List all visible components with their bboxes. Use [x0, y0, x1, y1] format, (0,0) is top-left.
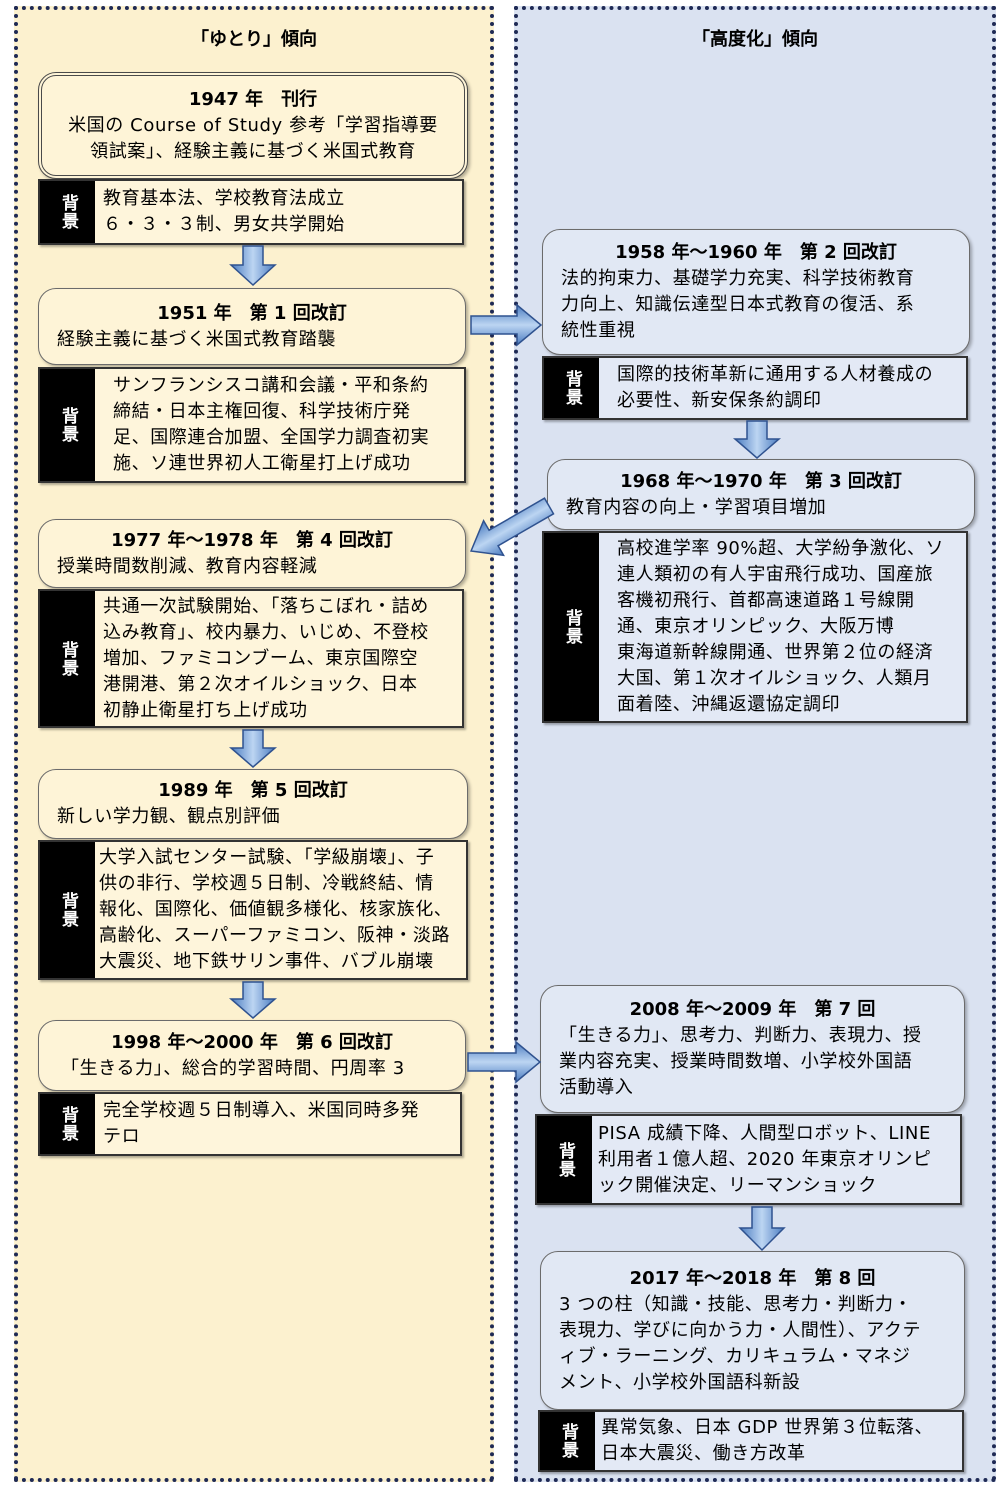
revision-description: 3 つの柱（知識・技能、思考力・判断力・ 表現力、学びに向かう力・人間性）、アク…	[559, 1293, 922, 1393]
revision-box-1958: 1958 年～1960 年 第 2 回改訂 法的拘束力、基礎学力充実、科学技術教…	[542, 229, 970, 355]
koudoka-column-header: 「高度化」傾向	[692, 29, 818, 50]
revision-box-1998: 1998 年～2000 年 第 6 回改訂 「生きる力」、総合的学習時間、円周率…	[38, 1020, 466, 1091]
background-box-1998: 背景 完全学校週５日制導入、米国同時多発 テロ	[38, 1092, 462, 1156]
revision-description: 新しい学力観、観点別評価	[57, 806, 281, 827]
revision-box-1977: 1977 年～1978 年 第 4 回改訂 授業時間数削減、教育内容軽減	[38, 519, 466, 588]
background-label-text: 背景	[58, 1106, 78, 1142]
background-label-text: 背景	[555, 1141, 575, 1178]
revision-title: 1977 年～1978 年 第 4 回改訂	[111, 529, 393, 551]
background-label: 背景	[40, 591, 95, 726]
background-text: PISA 成績下降、人間型ロボット、LINE 利用者１億人超、2020 年東京オ…	[598, 1122, 932, 1196]
revision-title: 1947 年 刊行	[188, 88, 318, 110]
revision-title: 1989 年 第 5 回改訂	[158, 780, 348, 801]
background-label: 背景	[537, 1116, 592, 1203]
revision-description: 授業時間数削減、教育内容軽減	[57, 555, 318, 577]
background-box-1968: 背景 高校進学率 90%超、大学紛争激化、ソ 連人類初の有人宇宙飛行成功、国産旅…	[542, 531, 968, 723]
background-text: サンフランシスコ講和会議・平和条約 締結・日本主権回復、科学技術庁発 足、国際連…	[113, 375, 430, 474]
background-text: 国際的技術革新に通用する人材養成の 必要性、新安保条約調印	[617, 364, 934, 411]
revision-title: 1998 年～2000 年 第 6 回改訂	[111, 1031, 393, 1053]
revision-description: 米国の Course of Study 参考「学習指導要 領試案」、経験主義に基…	[68, 114, 438, 162]
revision-description: 法的拘束力、基礎学力充実、科学技術教育 力向上、知識伝達型日本式教育の復活、系 …	[561, 268, 915, 341]
background-label: 背景	[40, 181, 95, 243]
revision-description: 「生きる力」、思考力、判断力、表現力、授 業内容充実、授業時間数増、小学校外国語…	[559, 1025, 922, 1098]
background-label: 背景	[40, 369, 95, 481]
background-label-text: 背景	[558, 1423, 578, 1459]
background-label-text: 背景	[562, 370, 582, 406]
background-label-text: 背景	[58, 892, 78, 928]
background-box-1989: 背景 大学入試センター試験、「学級崩壊」、子 供の非行、学校週５日制、冷戦終結、…	[38, 840, 468, 980]
background-label: 背景	[40, 1094, 95, 1154]
revision-box-2017: 2017 年～2018 年 第 8 回 3 つの柱（知識・技能、思考力・判断力・…	[540, 1251, 965, 1410]
revision-description: 「生きる力」、総合的学習時間、円周率 3	[61, 1057, 405, 1079]
background-box-1977: 背景 共通一次試験開始、「落ちこぼれ・詰め 込み教育」、校内暴力、いじめ、不登校…	[38, 589, 464, 728]
background-text: 教育基本法、学校教育法成立 ６・３・３制、男女共学開始	[103, 188, 345, 235]
revision-box-1968: 1968 年～1970 年 第 3 回改訂 教育内容の向上・学習項目増加	[547, 459, 975, 530]
background-box-2017: 背景 異常気象、日本 GDP 世界第３位転落、 日本大震災、働き方改革	[538, 1410, 964, 1472]
yutori-column-header: 「ゆとり」傾向	[191, 29, 317, 50]
background-label-text: 背景	[562, 609, 582, 645]
background-text: 異常気象、日本 GDP 世界第３位転落、 日本大震災、働き方改革	[601, 1417, 934, 1464]
revision-box-1951: 1951 年 第 1 回改訂 経験主義に基づく米国式教育踏襲	[38, 288, 466, 365]
revision-box-1989: 1989 年 第 5 回改訂 新しい学力観、観点別評価	[38, 769, 468, 839]
background-label: 背景	[544, 533, 599, 721]
background-text: 大学入試センター試験、「学級崩壊」、子 供の非行、学校週５日制、冷戦終結、情 報…	[99, 847, 453, 972]
background-text: 完全学校週５日制導入、米国同時多発 テロ	[103, 1100, 420, 1147]
background-box-2008: 背景 PISA 成績下降、人間型ロボット、LINE 利用者１億人超、2020 年…	[535, 1114, 962, 1205]
revision-box-1947: 1947 年 刊行 米国の Course of Study 参考「学習指導要 領…	[38, 72, 468, 179]
background-box-1958: 背景 国際的技術革新に通用する人材養成の 必要性、新安保条約調印	[542, 356, 968, 420]
revision-title: 1958 年～1960 年 第 2 回改訂	[615, 242, 897, 263]
background-text: 高校進学率 90%超、大学紛争激化、ソ 連人類初の有人宇宙飛行成功、国産旅 客機…	[617, 538, 945, 715]
revision-description: 経験主義に基づく米国式教育踏襲	[57, 328, 336, 350]
background-label-text: 背景	[58, 640, 78, 677]
background-text: 共通一次試験開始、「落ちこぼれ・詰め 込み教育」、校内暴力、いじめ、不登校 増加…	[103, 595, 429, 721]
background-label: 背景	[540, 1412, 595, 1470]
revision-title: 2008 年～2009 年 第 7 回	[629, 999, 876, 1020]
background-label: 背景	[544, 358, 599, 418]
revision-title: 1968 年～1970 年 第 3 回改訂	[620, 470, 902, 492]
background-box-1951: 背景 サンフランシスコ講和会議・平和条約 締結・日本主権回復、科学技術庁発 足、…	[38, 367, 466, 483]
revision-title: 1951 年 第 1 回改訂	[157, 302, 347, 324]
background-box-1947: 背景 教育基本法、学校教育法成立 ６・３・３制、男女共学開始	[38, 179, 464, 245]
background-label-text: 背景	[58, 407, 78, 443]
revision-box-2008: 2008 年～2009 年 第 7 回 「生きる力」、思考力、判断力、表現力、授…	[540, 985, 965, 1113]
background-label: 背景	[40, 842, 95, 978]
revision-description: 教育内容の向上・学習項目増加	[566, 496, 827, 518]
revision-title: 2017 年～2018 年 第 8 回	[629, 1267, 876, 1289]
background-label-text: 背景	[58, 194, 78, 230]
